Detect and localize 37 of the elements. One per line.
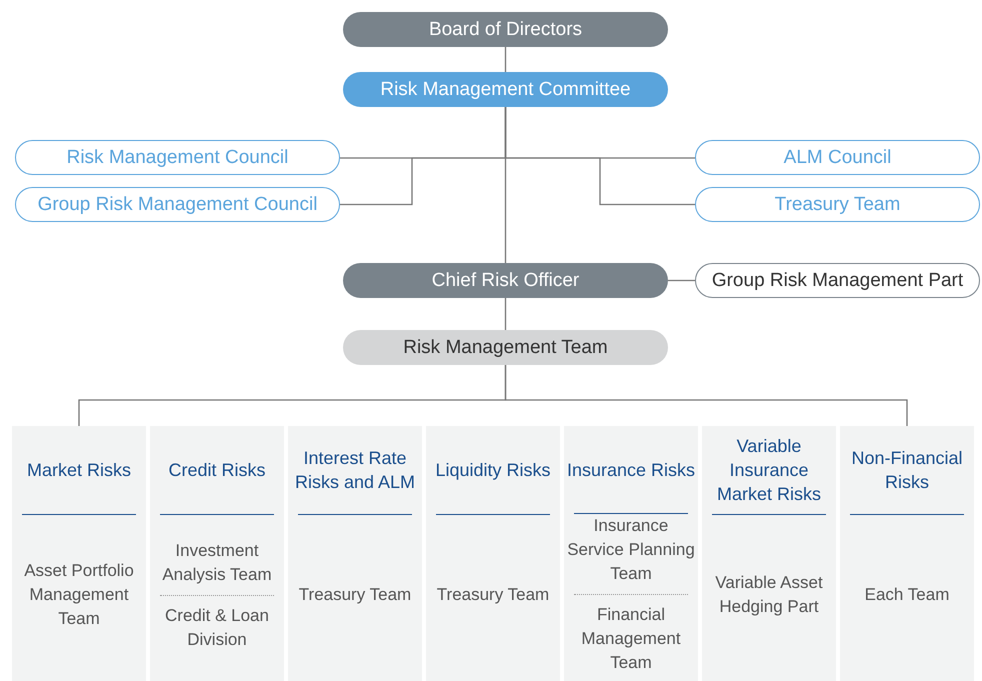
connector-line [504, 365, 908, 426]
connector-line [668, 280, 695, 282]
dark-pill-box: Board of Directors [343, 12, 668, 47]
risk-column-panel [150, 426, 284, 681]
team-name: Financial Management Team [580, 604, 682, 674]
committee-pill-box: Risk Management Committee [343, 72, 668, 107]
team-name: Treasury Team [298, 584, 412, 606]
council-pill-box: Risk Management Council [15, 140, 340, 175]
dark-pill-box: Chief Risk Officer [343, 263, 668, 298]
council-pill-box: Group Risk Management Council [15, 187, 340, 222]
team-name: Each Team [864, 584, 950, 606]
risk-heading: Interest Rate Risks and ALM [294, 447, 416, 494]
outline-pill-box: Group Risk Management Part [695, 263, 980, 298]
risk-heading: Liquidity Risks [435, 459, 551, 482]
risk-heading: Insurance Risks [566, 458, 696, 482]
team-name: Insurance Service Planning Team [566, 515, 696, 585]
team-name: Credit & Loan Division [164, 604, 270, 650]
risk-heading: Non-Financial Risks [850, 447, 964, 494]
risk-heading: Variable Insurance Market Risks [716, 435, 822, 506]
risk-column-panel [840, 426, 974, 681]
risk-column-panel [12, 426, 146, 681]
connector-line [504, 107, 506, 263]
team-name: Treasury Team [436, 584, 550, 606]
team-name: Variable Asset Hedging Part [714, 572, 824, 618]
risk-column-panel [564, 426, 698, 681]
risk-column-panel [702, 426, 836, 681]
council-pill-box: Treasury Team [695, 187, 980, 222]
risk-heading: Market Risks [26, 459, 131, 482]
council-pill-box: ALM Council [695, 140, 980, 175]
risk-column-panel [426, 426, 560, 681]
risk-heading: Credit Risks [168, 459, 266, 482]
risk-column-panel [288, 426, 422, 681]
team-pill-box: Risk Management Team [343, 330, 668, 365]
connector-line [504, 298, 506, 330]
connector-line [504, 47, 506, 72]
team-name: Investment Analysis Team [161, 540, 273, 586]
team-name: Asset Portfolio Management Team [23, 560, 135, 630]
